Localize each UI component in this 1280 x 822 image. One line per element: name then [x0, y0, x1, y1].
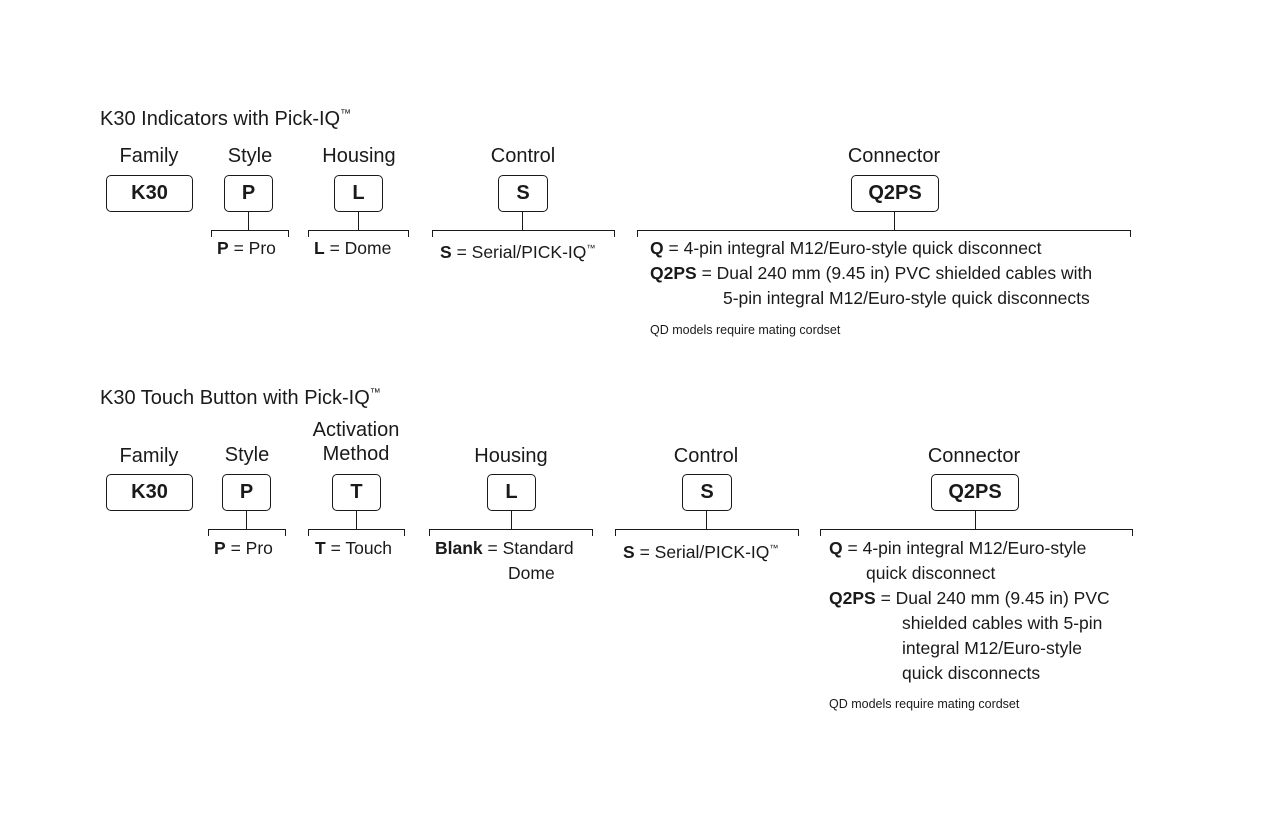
activation-option: T = Touch: [315, 536, 392, 561]
connector-option-q2ps-line2: 5-pin integral M12/Euro-style quick disc…: [723, 288, 1090, 308]
section2-title: K30 Touch Button with Pick-IQ™: [100, 387, 381, 410]
connector-option-q2ps-line2: shielded cables with 5-pin: [902, 613, 1103, 633]
trademark-symbol: ™: [769, 543, 779, 553]
control-connector-line: [706, 511, 707, 529]
connector-option-q-line2: quick disconnect: [866, 563, 996, 583]
trademark-symbol: ™: [340, 108, 352, 120]
connector-option-q2ps-code: Q2PS: [650, 263, 697, 283]
control-bracket: [432, 230, 615, 237]
section2-title-text: K30 Touch Button with Pick-IQ: [100, 387, 370, 409]
style-option-code: P: [217, 238, 229, 258]
housing-code-box: L: [334, 175, 383, 212]
activation-label-line2: Method: [322, 443, 390, 465]
trademark-symbol: ™: [586, 243, 596, 253]
connector-option-q: Q = 4-pin integral M12/Euro-style quick …: [650, 236, 1042, 261]
connector-note: QD models require mating cordset: [829, 697, 1020, 711]
housing-connector-line: [358, 212, 359, 230]
activation-connector-line: [356, 511, 357, 529]
style-bracket: [208, 529, 286, 536]
connector-option-q2ps-code: Q2PS: [829, 588, 876, 608]
control-option-text: = Serial/PICK-IQ: [456, 242, 587, 262]
family-code-box: K30: [106, 474, 193, 511]
connector-option-q2ps-line4: quick disconnects: [902, 663, 1041, 683]
connector-note: QD models require mating cordset: [650, 323, 841, 337]
connector-connector-line: [975, 511, 976, 529]
connector-option-q2ps: Q2PS = Dual 240 mm (9.45 in) PVC shielde…: [650, 261, 1092, 286]
style-bracket: [211, 230, 289, 237]
housing-connector-line: [511, 511, 512, 529]
style-code-box: P: [222, 474, 271, 511]
connector-option-q2ps-line3: integral M12/Euro-style: [902, 638, 1082, 658]
control-code-box: S: [682, 474, 732, 511]
housing-bracket: [308, 230, 409, 237]
control-bracket: [615, 529, 799, 536]
trademark-symbol: ™: [369, 387, 381, 399]
activation-label-line1: Activation: [312, 419, 400, 441]
style-option: P = Pro: [214, 536, 273, 561]
connector-option-q2ps-text: = Dual 240 mm (9.45 in) PVC shielded cab…: [701, 263, 1093, 283]
connector-code-box: Q2PS: [851, 175, 939, 212]
style-code-box: P: [224, 175, 273, 212]
connector-label: Connector: [847, 145, 941, 167]
control-connector-line: [522, 212, 523, 230]
style-option-text: = Pro: [233, 238, 276, 258]
style-connector-line: [246, 511, 247, 529]
control-label: Control: [673, 445, 739, 467]
housing-option: L = Dome: [314, 236, 391, 261]
housing-option-text: = Dome: [329, 238, 392, 258]
connector-code-box: Q2PS: [931, 474, 1019, 511]
connector-option-q-code: Q: [829, 538, 843, 558]
style-option-code: P: [214, 538, 226, 558]
housing-option: Blank = Standard: [435, 536, 574, 561]
section1-title: K30 Indicators with Pick-IQ™: [100, 108, 351, 131]
control-option-code: S: [440, 242, 452, 262]
housing-option-code: L: [314, 238, 325, 258]
housing-option-line2: Dome: [508, 563, 555, 583]
connector-option-q-text: = 4-pin integral M12/Euro-style quick di…: [668, 238, 1042, 258]
housing-option-code: Blank: [435, 538, 483, 558]
family-label: Family: [119, 445, 179, 467]
control-label: Control: [490, 145, 556, 167]
style-label: Style: [224, 444, 270, 466]
connector-bracket: [637, 230, 1131, 237]
style-label: Style: [227, 145, 273, 167]
activation-option-code: T: [315, 538, 326, 558]
housing-code-box: L: [487, 474, 536, 511]
housing-label: Housing: [474, 445, 548, 467]
control-option: S = Serial/PICK-IQ™: [440, 236, 595, 265]
section1-title-text: K30 Indicators with Pick-IQ: [100, 108, 341, 130]
control-code-box: S: [498, 175, 548, 212]
control-option: S = Serial/PICK-IQ™: [623, 536, 778, 565]
control-option-text: = Serial/PICK-IQ: [639, 542, 770, 562]
connector-option-q2ps-text: = Dual 240 mm (9.45 in) PVC: [880, 588, 1110, 608]
connector-bracket: [820, 529, 1133, 536]
housing-label: Housing: [322, 145, 396, 167]
connector-connector-line: [894, 212, 895, 230]
connector-option-q-code: Q: [650, 238, 664, 258]
activation-code-box: T: [332, 474, 381, 511]
activation-option-text: = Touch: [330, 538, 393, 558]
family-label: Family: [119, 145, 179, 167]
connector-option-q-text: = 4-pin integral M12/Euro-style: [847, 538, 1087, 558]
style-connector-line: [248, 212, 249, 230]
connector-option-q: Q = 4-pin integral M12/Euro-style: [829, 536, 1086, 561]
control-option-code: S: [623, 542, 635, 562]
family-code-box: K30: [106, 175, 193, 212]
housing-bracket: [429, 529, 593, 536]
activation-bracket: [308, 529, 405, 536]
style-option: P = Pro: [217, 236, 276, 261]
style-option-text: = Pro: [230, 538, 273, 558]
housing-option-text: = Standard: [487, 538, 574, 558]
connector-option-q2ps: Q2PS = Dual 240 mm (9.45 in) PVC: [829, 586, 1110, 611]
connector-label: Connector: [927, 445, 1021, 467]
